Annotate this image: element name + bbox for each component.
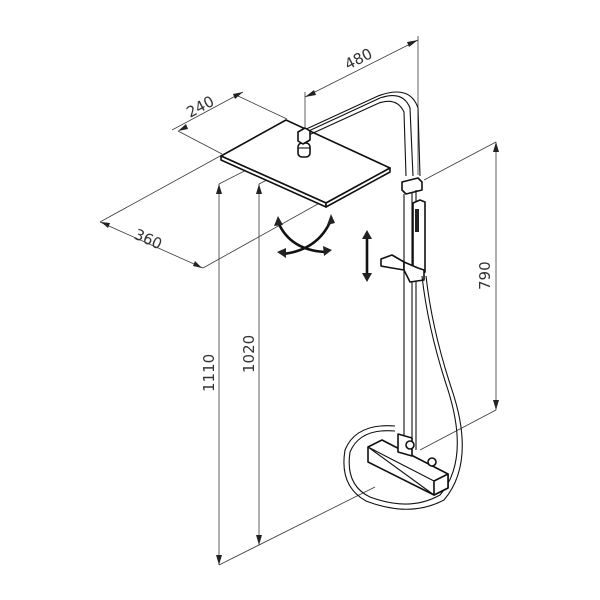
dimension-240 [171, 91, 288, 155]
slider-bracket [380, 254, 425, 283]
hand-shower-nozzle-grid [415, 209, 419, 232]
dimension-360 [99, 154, 326, 269]
swivel-arrows-icon [274, 214, 335, 258]
dimension-480 [304, 36, 419, 175]
hand-shower [412, 199, 426, 277]
dimension-label-240: 240 [183, 92, 217, 121]
dimension-label-1110: 1110 [200, 354, 218, 392]
dimension-790 [419, 141, 499, 451]
thermostatic-mixer [367, 433, 449, 496]
shower-arm [297, 91, 421, 177]
dimension-label-1020: 1020 [240, 335, 258, 373]
rain-shower-head [220, 119, 391, 208]
shower-hose [343, 275, 463, 510]
dimension-label-790: 790 [476, 261, 494, 290]
vertical-double-arrow-icon [362, 230, 372, 282]
dimension-1020 [256, 147, 331, 545]
dimension-label-480: 480 [342, 45, 376, 74]
